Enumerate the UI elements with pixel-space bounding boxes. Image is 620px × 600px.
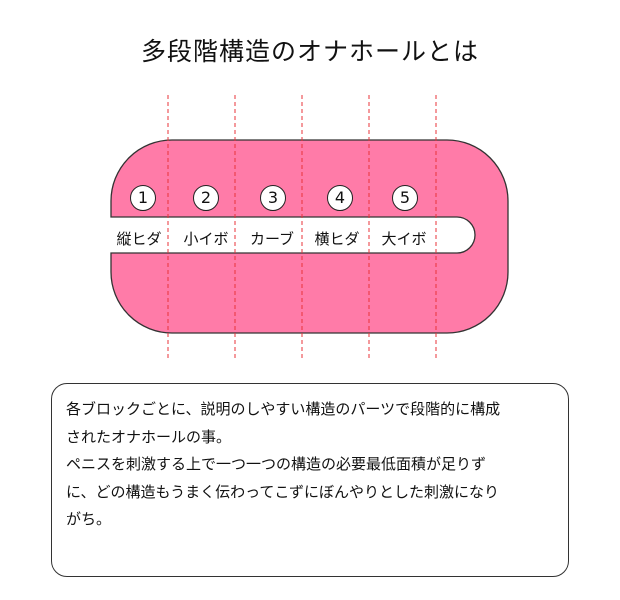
- section-number-2: 2: [193, 185, 219, 211]
- section-label-4: 横ヒダ: [314, 230, 360, 248]
- section-number-5: 5: [392, 185, 418, 211]
- section-label-5: 大イボ: [381, 230, 427, 248]
- description-line: 各ブロックごとに、説明のしやすい構造のパーツで段階的に構成: [66, 400, 501, 418]
- description-line: ペニスを刺激する上で一つ一つの構造の必要最低面積が足りず: [66, 455, 487, 473]
- description-line: がち。: [66, 510, 112, 528]
- section-label-2: 小イボ: [183, 230, 229, 248]
- section-number-3: 3: [260, 185, 286, 211]
- description-line: に、どの構造もうまく伝わってこずにぼんやりとした刺激になり: [66, 482, 500, 501]
- section-label-1: 縦ヒダ: [116, 230, 162, 248]
- section-dividers: [167, 95, 437, 358]
- page-title: 多段階構造のオナホールとは: [140, 37, 479, 66]
- onahole-diagram: [110, 95, 509, 358]
- section-number-4: 4: [327, 185, 353, 211]
- description-box: 各ブロックごとに、説明のしやすい構造のパーツで段階的に構成 されたオナホールの事…: [51, 383, 569, 577]
- description-line: されたオナホールの事。: [66, 427, 232, 446]
- section-number-1: 1: [130, 185, 156, 211]
- section-label-3: カーブ: [249, 230, 295, 248]
